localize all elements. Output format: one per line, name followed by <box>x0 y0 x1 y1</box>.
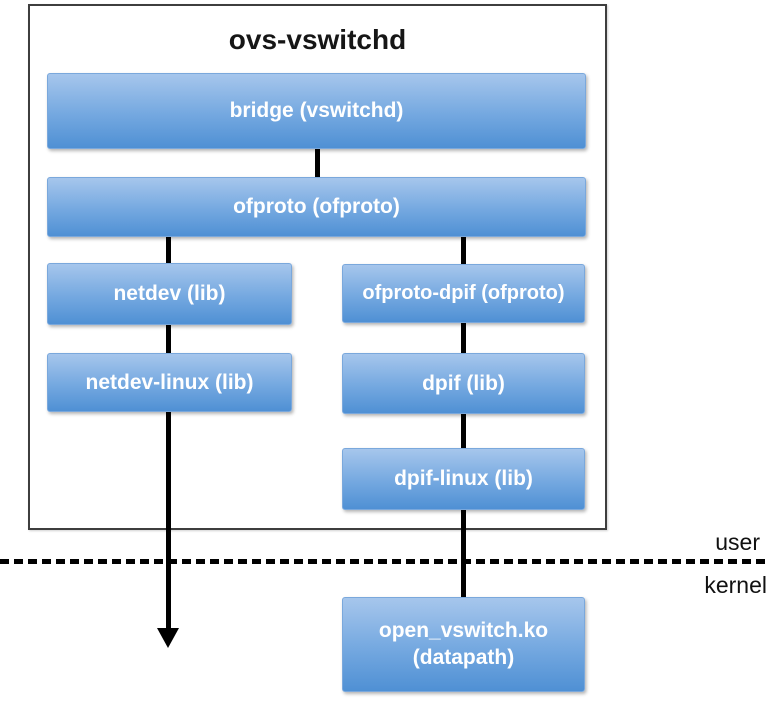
connector-ofproto-dpif-to-dpif <box>461 323 466 353</box>
box-open-vswitch-ko: open_vswitch.ko (datapath) <box>342 597 585 692</box>
box-dpif-label: dpif (lib) <box>422 371 505 395</box>
box-dpif: dpif (lib) <box>342 353 585 414</box>
box-bridge-label: bridge (vswitchd) <box>229 99 404 122</box>
box-dpif-linux: dpif-linux (lib) <box>342 448 585 510</box>
connector-dpif-to-dpif-linux <box>461 414 466 448</box>
box-netdev-linux: netdev-linux (lib) <box>47 353 292 412</box>
user-kernel-boundary-line <box>0 559 768 564</box>
box-ofproto-dpif-label: ofproto-dpif (ofproto) <box>362 282 565 304</box>
box-ofproto-label: ofproto (ofproto) <box>233 195 400 218</box>
diagram-title: ovs-vswitchd <box>228 24 407 55</box>
box-netdev-label: netdev (lib) <box>113 282 226 305</box>
connector-dpif-linux-to-open-vswitch-ko <box>461 510 466 597</box>
kernel-space-label: kernel <box>704 572 767 598</box>
box-netdev-linux-label: netdev-linux (lib) <box>85 370 254 394</box>
box-netdev: netdev (lib) <box>47 263 292 325</box>
connector-ofproto-to-ofproto-dpif <box>461 237 466 264</box>
connector-netdev-to-netdev-linux <box>166 325 171 353</box>
box-dpif-linux-label: dpif-linux (lib) <box>394 467 533 490</box>
box-bridge: bridge (vswitchd) <box>47 73 586 149</box>
box-open-vswitch-ko-label-line1: open_vswitch.ko <box>378 618 549 642</box>
box-open-vswitch-ko-label-line2: (datapath) <box>412 645 515 669</box>
connector-bridge-to-ofproto <box>315 149 320 177</box>
netdev-linux-kernel-arrow-shaft <box>166 412 171 628</box>
box-ofproto-dpif: ofproto-dpif (ofproto) <box>342 264 585 323</box>
box-ofproto: ofproto (ofproto) <box>47 177 586 237</box>
arrow-down-icon <box>157 628 179 648</box>
user-space-label: user <box>715 529 760 555</box>
connector-ofproto-to-netdev <box>166 237 171 263</box>
